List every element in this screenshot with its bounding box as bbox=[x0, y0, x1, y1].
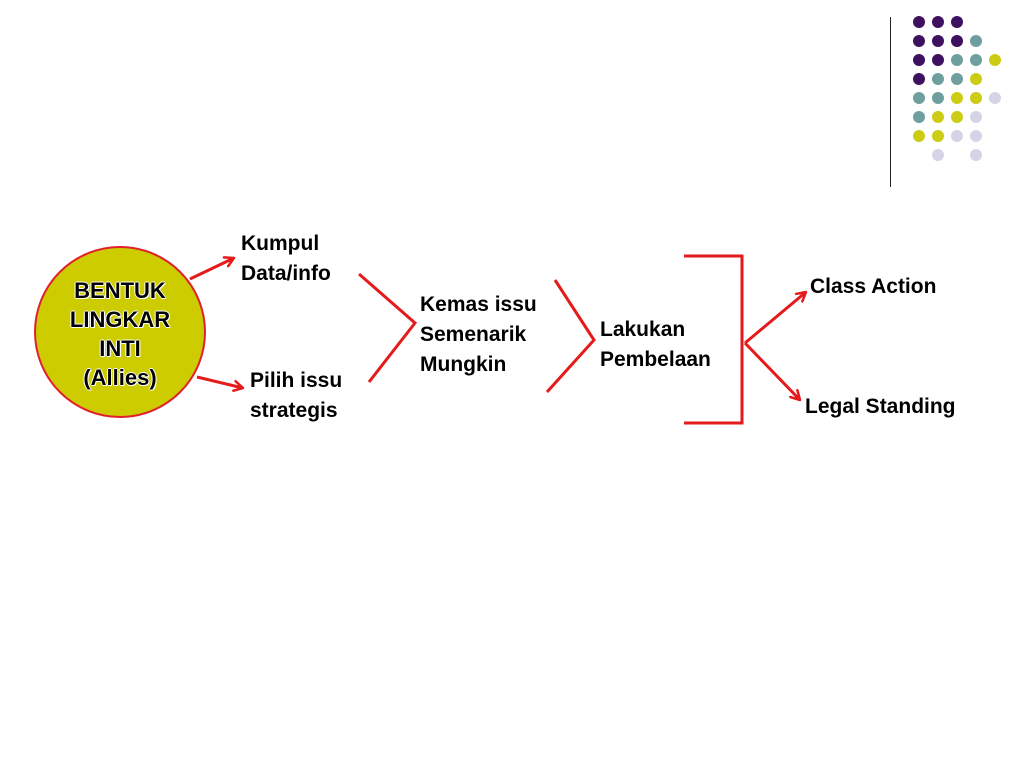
deco-dot bbox=[951, 54, 963, 66]
node-kemas-issu: Kemas issu Semenarik Mungkin bbox=[420, 293, 537, 376]
deco-dot bbox=[951, 130, 963, 142]
deco-dot bbox=[970, 35, 982, 47]
node-legal-standing: Legal Standing bbox=[805, 395, 956, 418]
deco-dot bbox=[932, 130, 944, 142]
deco-dot bbox=[913, 130, 925, 142]
decorative-dot-grid bbox=[913, 16, 1001, 161]
deco-dot bbox=[932, 54, 944, 66]
deco-dot bbox=[932, 16, 944, 28]
deco-dot bbox=[951, 35, 963, 47]
deco-dot bbox=[913, 16, 925, 28]
deco-dot bbox=[913, 92, 925, 104]
deco-dot bbox=[951, 73, 963, 85]
deco-dot bbox=[970, 92, 982, 104]
deco-dot bbox=[913, 73, 925, 85]
deco-dot bbox=[970, 73, 982, 85]
decorative-divider-line bbox=[890, 17, 891, 187]
bracket-pembelaan bbox=[684, 254, 744, 425]
deco-dot bbox=[932, 111, 944, 123]
deco-dot bbox=[951, 111, 963, 123]
deco-dot bbox=[913, 54, 925, 66]
deco-dot bbox=[970, 149, 982, 161]
arrow-to-kumpul bbox=[189, 258, 234, 281]
deco-dot bbox=[932, 149, 944, 161]
deco-dot bbox=[989, 54, 1001, 66]
deco-dot bbox=[932, 92, 944, 104]
arrow-to-class-action bbox=[744, 292, 806, 345]
deco-dot bbox=[951, 16, 963, 28]
deco-dot bbox=[913, 35, 925, 47]
allies-circle bbox=[34, 246, 206, 418]
node-kumpul-data: Kumpul Data/info bbox=[241, 232, 331, 285]
deco-dot bbox=[932, 73, 944, 85]
node-class-action: Class Action bbox=[810, 275, 937, 298]
arrow-to-legal-standing bbox=[743, 341, 800, 400]
deco-dot bbox=[970, 54, 982, 66]
chevron-merge-kemas bbox=[358, 272, 418, 383]
allies-circle-label: BENTUK LINGKAR INTI (Allies) bbox=[69, 278, 171, 390]
deco-dot bbox=[951, 92, 963, 104]
deco-dot bbox=[970, 111, 982, 123]
deco-dot bbox=[970, 130, 982, 142]
node-lakukan-pembelaan: Lakukan Pembelaan bbox=[600, 318, 711, 371]
chevron-merge-lakukan bbox=[545, 279, 596, 394]
deco-dot bbox=[913, 111, 925, 123]
node-pilih-issu: Pilih issu strategis bbox=[250, 369, 343, 422]
arrow-to-pilih bbox=[196, 375, 243, 388]
deco-dot bbox=[989, 92, 1001, 104]
deco-dot bbox=[932, 35, 944, 47]
